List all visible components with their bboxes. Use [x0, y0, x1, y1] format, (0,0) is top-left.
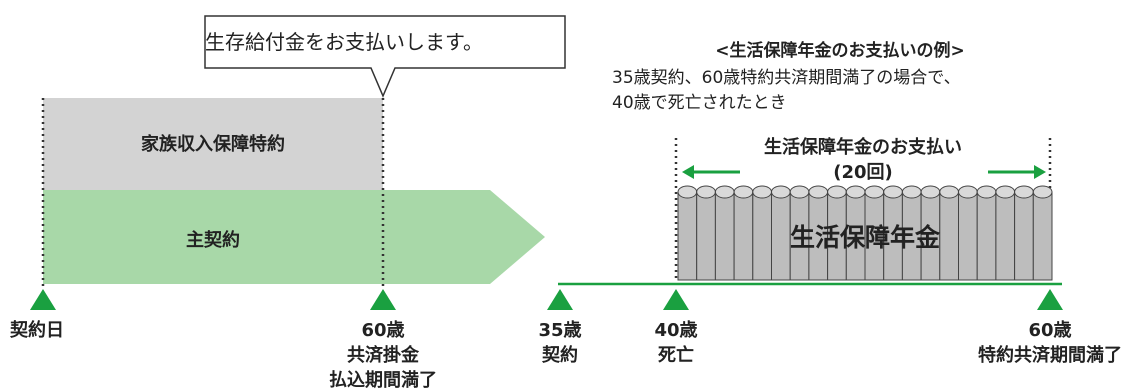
callout-text: 生存給付金をお支払いします。 — [205, 30, 483, 54]
marker-triangle-35 — [547, 289, 573, 310]
annuity-cylinder-cap — [1032, 185, 1053, 199]
annuity-cylinder-cap — [939, 185, 960, 199]
example-line1: 35歳契約、60歳特約共済期間満了の場合で、 — [612, 68, 961, 88]
annuity-cylinder-cap — [883, 185, 903, 199]
annuity-cylinder-cap — [976, 185, 997, 199]
annuity-cylinder-cap — [995, 185, 1016, 199]
marker-40-age: 40歳 — [654, 320, 698, 341]
marker-35-age: 35歳 — [538, 320, 582, 341]
annuity-cylinder-cap — [771, 185, 791, 199]
marker-start-label: 契約日 — [10, 320, 64, 341]
marker-end-line2: 払込期間満了 — [329, 370, 437, 391]
annuity-cylinder-cap — [1014, 185, 1034, 199]
marker-35-label: 契約 — [542, 345, 578, 366]
example-title: <生活保障年金のお支払いの例> — [715, 41, 965, 61]
example-line2: 40歳で死亡されたとき — [612, 93, 787, 113]
annuity-cylinder-cap — [733, 185, 754, 199]
right-arrow-head — [1034, 165, 1046, 179]
annuity-cylinder-body — [677, 191, 698, 281]
annuity-cylinder-cap — [696, 185, 716, 199]
annuity-cylinder-body — [1032, 191, 1053, 281]
main-contract-label: 主契約 — [186, 230, 240, 251]
left-arrow-head — [682, 165, 694, 179]
marker-60-age: 60歳 — [1028, 320, 1072, 341]
annuity-cylinder-cap — [808, 185, 829, 199]
marker-60-label: 特約共済期間満了 — [978, 345, 1122, 366]
annuity-cylinder-cap — [920, 185, 941, 199]
annuity-cylinder-cap — [789, 185, 810, 199]
annuity-cylinders — [677, 185, 1053, 281]
main-contract-arrow — [43, 190, 545, 284]
marker-triangle-60-right — [1037, 289, 1063, 310]
annuity-cylinder-cap — [752, 185, 773, 199]
marker-triangle-60 — [370, 289, 396, 310]
marker-end-age: 60歳 — [361, 320, 405, 341]
rider-label: 家族収入保障特約 — [141, 134, 285, 155]
callout-box — [204, 15, 566, 98]
marker-triangle-contract-date — [30, 289, 56, 310]
annuity-cylinder-cap — [714, 185, 735, 199]
marker-40-label: 死亡 — [658, 345, 694, 366]
annuity-cylinder-cap — [827, 185, 847, 199]
payment-count: (20回) — [833, 162, 893, 183]
annuity-cylinder-cap — [677, 185, 698, 199]
rider-box — [43, 98, 383, 190]
annuity-cylinder-cap — [958, 185, 978, 199]
annuity-cylinder-cap — [864, 185, 885, 199]
payment-label: 生活保障年金のお支払い — [764, 137, 962, 158]
annuity-cylinder-cap — [901, 185, 922, 199]
marker-end-line1: 共済掛金 — [347, 345, 419, 366]
annuity-label: 生活保障年金 — [789, 223, 940, 252]
annuity-cylinder-cap — [845, 185, 866, 199]
marker-triangle-40 — [663, 289, 689, 310]
